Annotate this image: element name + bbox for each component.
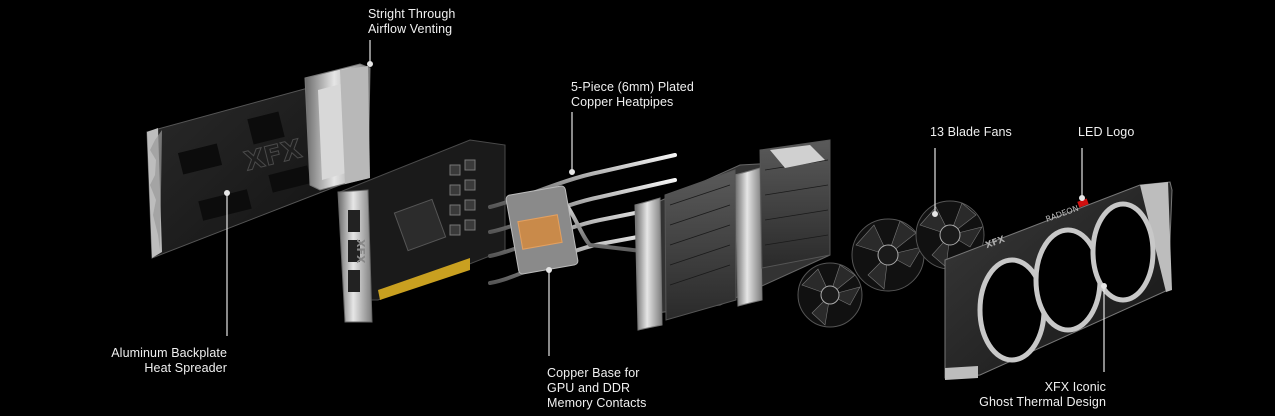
airflow-vent-bracket	[304, 63, 371, 191]
label-blade-fans: 13 Blade Fans	[930, 125, 1012, 139]
label-aluminum-backplate: Aluminum Backplate Heat Spreader	[111, 346, 227, 375]
label-ghost-thermal-design: XFX Iconic Ghost Thermal Design	[979, 380, 1106, 409]
aluminum-backplate: XFX	[146, 81, 341, 259]
led-logo-light	[1077, 198, 1089, 208]
label-heatpipes: 5-Piece (6mm) Plated Copper Heatpipes	[571, 80, 694, 109]
callout-lines	[224, 40, 1107, 372]
heatsink-fin-stack	[634, 139, 831, 331]
label-copper-base: Copper Base for GPU and DDR Memory Conta…	[547, 366, 647, 410]
pcb-logo: XFX	[354, 239, 367, 264]
copper-heatpipes	[488, 153, 677, 285]
label-led-logo: LED Logo	[1078, 125, 1135, 139]
ghost-thermal-shroud: RADEON XFX	[944, 181, 1173, 380]
fan-middle	[851, 218, 925, 292]
fan-right	[915, 200, 985, 270]
label-airflow-venting: Stright Through Airflow Venting	[368, 7, 456, 36]
fan-left	[797, 262, 863, 328]
